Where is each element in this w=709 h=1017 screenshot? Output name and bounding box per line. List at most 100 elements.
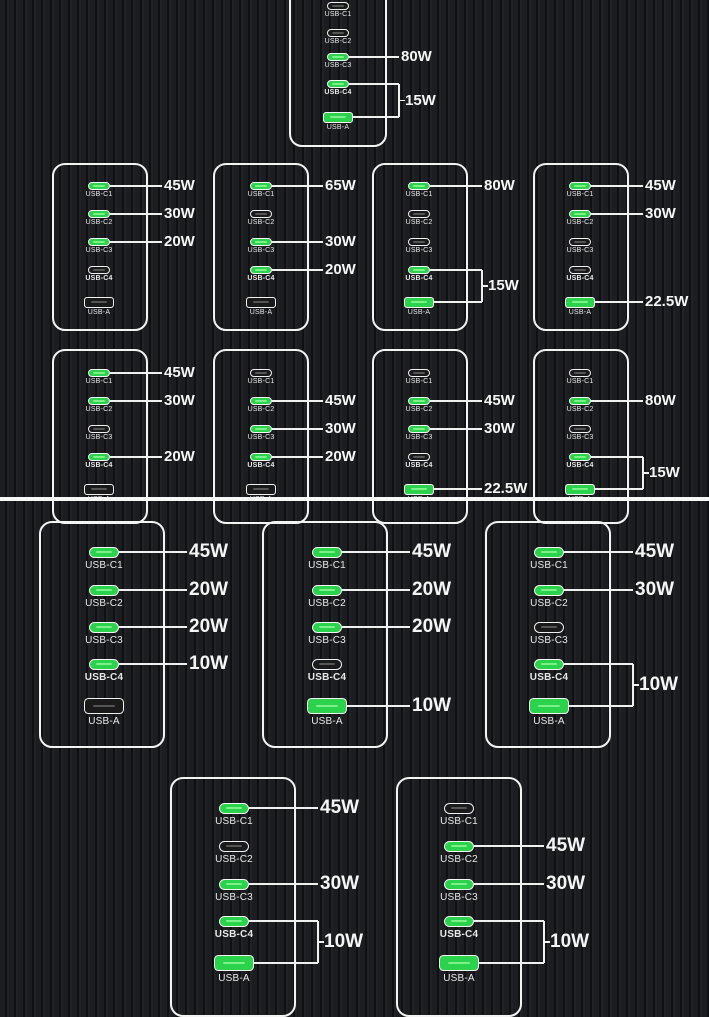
usb-a-port-icon	[84, 698, 124, 714]
usb-a-port-icon	[529, 698, 569, 714]
port-label-c1: USB-C1	[247, 191, 275, 198]
port-label-c2: USB-C2	[324, 38, 352, 45]
charger-card	[372, 349, 468, 524]
usb-c3-port-icon	[250, 238, 272, 246]
port-label-c3: USB-C3	[566, 434, 594, 441]
usb-c4-port-icon	[312, 658, 342, 670]
usb-c3-port-icon	[219, 878, 249, 890]
usb-a-port-icon	[565, 483, 595, 495]
power-line	[272, 185, 323, 187]
port-label-c4: USB-C4	[324, 89, 352, 96]
usb-c2-port-icon	[408, 397, 430, 405]
power-line	[110, 185, 162, 187]
port-label-c1: USB-C1	[530, 559, 568, 571]
usb-c1-port-icon	[250, 182, 272, 190]
usb-c1-port-icon	[88, 369, 110, 377]
watt-label: 80W	[484, 177, 515, 194]
port-label-c3: USB-C3	[247, 434, 275, 441]
usb-c1-port-icon	[312, 546, 342, 558]
usb-c1-port-icon	[408, 182, 430, 190]
usb-c4-port-icon	[88, 266, 110, 274]
watt-label: 20W	[412, 615, 452, 637]
power-line	[110, 372, 162, 374]
port-label-c2: USB-C2	[566, 406, 594, 413]
usb-c4-port-icon	[89, 658, 119, 670]
usb-a-port-icon	[84, 296, 114, 308]
watt-label: 20W	[164, 448, 195, 465]
usb-c4-port-icon	[408, 266, 430, 274]
usb-c2-port-icon	[534, 584, 564, 596]
port-label-c1: USB-C1	[85, 378, 113, 385]
port-label-c3: USB-C3	[247, 247, 275, 254]
usb-c1-port-icon	[327, 2, 349, 10]
power-line	[119, 626, 187, 628]
power-line	[119, 663, 187, 665]
usb-c4-port-icon	[250, 266, 272, 274]
port-label-c2: USB-C2	[85, 597, 123, 609]
power-line	[564, 589, 633, 591]
watt-label: 20W	[325, 261, 356, 278]
watt-label: 20W	[412, 578, 452, 600]
port-label-a: USB-A	[326, 123, 350, 131]
port-label-c4: USB-C4	[247, 462, 275, 469]
port-label-c2: USB-C2	[308, 597, 346, 609]
usb-c4-port-icon	[250, 453, 272, 461]
power-line	[430, 400, 482, 402]
charger-card	[39, 521, 165, 748]
watt-label: 80W	[401, 48, 432, 65]
watt-label: 45W	[164, 364, 195, 381]
usb-c4-port-icon	[327, 80, 349, 88]
port-label-c3: USB-C3	[324, 62, 352, 69]
watt-label: 30W	[164, 392, 195, 409]
power-line	[430, 185, 482, 187]
port-label-a: USB-A	[87, 308, 111, 316]
bracket-tick	[544, 941, 550, 943]
charger-card	[52, 163, 148, 331]
port-label-c1: USB-C1	[308, 559, 346, 571]
usb-c2-port-icon	[327, 29, 349, 37]
port-label-c2: USB-C2	[405, 406, 433, 413]
port-label-c4: USB-C4	[307, 671, 347, 683]
power-line	[474, 883, 544, 885]
watt-label: 10W	[550, 930, 590, 952]
port-label-c1: USB-C1	[405, 378, 433, 385]
power-line	[595, 488, 643, 490]
power-line	[349, 56, 399, 58]
port-label-c1: USB-C1	[566, 378, 594, 385]
usb-c2-port-icon	[312, 584, 342, 596]
watt-label: 45W	[484, 392, 515, 409]
power-line	[110, 241, 162, 243]
bracket-tick	[399, 99, 405, 102]
charger-card	[289, 0, 387, 147]
watt-label: 30W	[635, 578, 675, 600]
power-line	[119, 589, 187, 591]
power-line	[479, 962, 544, 964]
usb-c3-port-icon	[327, 53, 349, 61]
usb-c3-port-icon	[88, 238, 110, 246]
port-label-c2: USB-C2	[405, 219, 433, 226]
power-line	[249, 920, 318, 922]
charger-card	[533, 163, 629, 331]
power-line	[249, 883, 318, 885]
usb-c2-port-icon	[444, 840, 474, 852]
usb-c3-port-icon	[312, 621, 342, 633]
watt-label: 15W	[405, 91, 436, 109]
power-line	[119, 551, 187, 553]
port-label-c3: USB-C3	[440, 891, 478, 903]
power-line	[272, 241, 323, 243]
power-line	[591, 400, 643, 402]
watt-label: 10W	[412, 694, 452, 716]
power-line	[564, 663, 633, 665]
usb-c3-port-icon	[569, 238, 591, 246]
power-line	[474, 845, 544, 847]
watt-label: 22.5W	[484, 480, 528, 497]
usb-a-port-icon	[246, 483, 276, 495]
bracket-tick	[633, 684, 639, 686]
charger-card	[262, 521, 388, 748]
power-line	[434, 301, 482, 303]
usb-c1-port-icon	[88, 182, 110, 190]
usb-c2-port-icon	[250, 397, 272, 405]
power-line	[595, 301, 643, 303]
watt-label: 45W	[189, 540, 229, 562]
power-line	[342, 589, 410, 591]
